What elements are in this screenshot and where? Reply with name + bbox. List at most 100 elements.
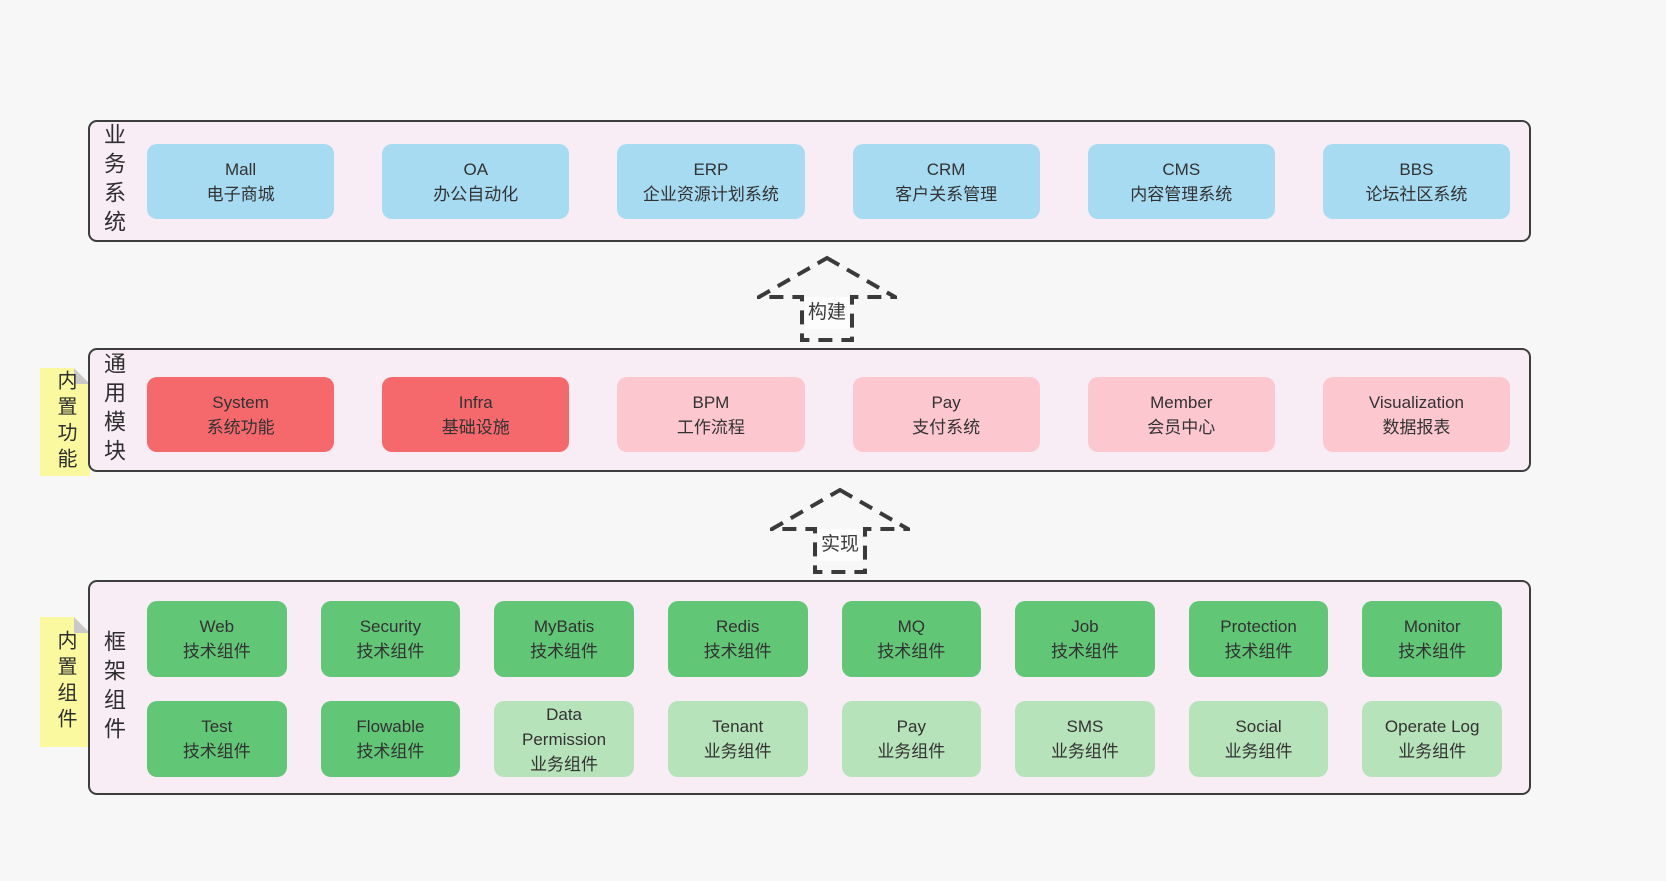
layer-common-modules: 通用模块 System 系统功能 Infra 基础设施 BPM 工作流程 Pay… [88,348,1531,472]
box-title: Flowable [356,717,425,736]
box-subtitle: 技术组件 [1224,642,1293,661]
box-subtitle: 业务组件 [530,754,599,774]
box-title: CMS [1162,159,1201,179]
box-title: BPM [692,392,730,412]
sticky-note-builtin-components: 内置组件 [40,617,90,747]
box-subtitle: 技术组件 [530,642,599,661]
layer-label: 业务系统 [101,123,126,239]
box-subtitle: 数据报表 [1382,417,1451,437]
dashed-up-arrow-icon [770,487,910,574]
box-title: Member [1150,392,1213,412]
layer-label: 通用模块 [101,352,126,468]
box-bbs: BBS 论坛社区系统 [1322,144,1511,219]
box-subtitle: 技术组件 [1050,642,1119,661]
box-title: Operate Log [1384,717,1480,736]
box-pay-component: Pay 业务组件 [841,701,982,777]
box-system: System 系统功能 [147,377,335,452]
box-title: Web [199,617,235,636]
box-subtitle: 技术组件 [703,642,772,661]
sticky-note-label: 内置功能 [54,370,76,474]
box-title: BBS [1399,159,1434,179]
box-sms: SMS 业务组件 [1015,701,1155,777]
box-bpm: BPM 工作流程 [617,377,805,452]
box-subtitle: 会员中心 [1147,417,1216,437]
arrow-implement: 实现 [770,487,910,575]
box-subtitle: 办公自动化 [433,184,519,204]
box-title: Mall [225,159,257,179]
box-title: ERP [693,159,729,179]
box-subtitle: 业务组件 [877,742,946,761]
box-subtitle: 技术组件 [1398,642,1467,661]
box-mybatis: MyBatis 技术组件 [494,601,634,677]
box-title: CRM [926,159,966,179]
box-subtitle: 技术组件 [877,642,946,661]
box-subtitle: 电子商城 [206,184,275,204]
components-box-row-2: Test 技术组件 Flowable 技术组件 Data Permission … [147,701,1502,777]
box-title: OA [463,159,489,179]
box-title: Pay [931,392,961,412]
box-title: Data Permission [522,704,607,749]
box-title: Protection [1220,617,1297,636]
box-title: Test [201,717,233,736]
box-visualization: Visualization 数据报表 [1322,377,1511,452]
box-security: Security 技术组件 [320,601,461,677]
box-data-permission: Data Permission 业务组件 [494,701,634,777]
box-subtitle: 系统功能 [206,417,275,437]
box-subtitle: 技术组件 [356,642,425,661]
box-subtitle: 业务组件 [703,742,772,761]
dashed-up-arrow-icon [757,255,897,342]
box-subtitle: 业务组件 [1050,742,1119,761]
box-title: Redis [715,617,760,636]
box-mall: Mall 电子商城 [147,144,335,219]
box-subtitle: 客户关系管理 [895,184,998,204]
box-title: Job [1071,617,1099,636]
layer-label: 框架组件 [101,629,126,746]
box-subtitle: 支付系统 [912,417,981,437]
box-flowable: Flowable 技术组件 [320,701,461,777]
box-subtitle: 技术组件 [182,742,251,761]
box-erp: ERP 企业资源计划系统 [617,144,805,219]
layer-framework-components: 框架组件 Web 技术组件 Security 技术组件 MyBatis 技术组件… [88,580,1531,795]
box-title: Visualization [1368,392,1465,412]
box-subtitle: 企业资源计划系统 [642,184,779,204]
box-title: MyBatis [533,617,595,636]
box-social: Social 业务组件 [1188,701,1329,777]
box-title: System [212,392,269,412]
box-title: Monitor [1403,617,1461,636]
box-pay-module: Pay 支付系统 [852,377,1040,452]
box-monitor: Monitor 技术组件 [1362,601,1502,677]
box-title: Tenant [712,717,764,736]
box-subtitle: 工作流程 [676,417,745,437]
box-operate-log: Operate Log 业务组件 [1362,701,1502,777]
box-oa: OA 办公自动化 [382,144,570,219]
box-subtitle: 业务组件 [1398,742,1467,761]
sticky-note-label: 内置组件 [54,630,76,734]
box-subtitle: 技术组件 [356,742,425,761]
box-title: SMS [1066,717,1104,736]
business-box-row: Mall 电子商城 OA 办公自动化 ERP 企业资源计划系统 CRM 客户关系… [147,144,1511,219]
box-subtitle: 论坛社区系统 [1365,184,1468,204]
box-infra: Infra 基础设施 [382,377,570,452]
box-job: Job 技术组件 [1015,601,1155,677]
box-subtitle: 技术组件 [182,642,251,661]
modules-box-row: System 系统功能 Infra 基础设施 BPM 工作流程 Pay 支付系统… [147,377,1511,452]
components-box-row-1: Web 技术组件 Security 技术组件 MyBatis 技术组件 Redi… [147,601,1502,677]
box-test: Test 技术组件 [147,701,287,777]
box-title: Infra [458,392,493,412]
box-redis: Redis 技术组件 [667,601,808,677]
layer-business-systems: 业务系统 Mall 电子商城 OA 办公自动化 ERP 企业资源计划系统 CRM… [88,120,1531,242]
box-subtitle: 内容管理系统 [1130,184,1233,204]
box-tenant: Tenant 业务组件 [667,701,808,777]
box-cms: CMS 内容管理系统 [1087,144,1275,219]
box-member: Member 会员中心 [1087,377,1275,452]
box-title: Pay [896,717,926,736]
box-crm: CRM 客户关系管理 [852,144,1040,219]
box-mq: MQ 技术组件 [841,601,982,677]
arrow-build: 构建 [757,255,897,343]
box-subtitle: 业务组件 [1224,742,1293,761]
box-title: Social [1235,717,1282,736]
arrow-label: 构建 [804,297,850,329]
sticky-note-builtin-features: 内置功能 [40,368,90,476]
box-protection: Protection 技术组件 [1188,601,1329,677]
